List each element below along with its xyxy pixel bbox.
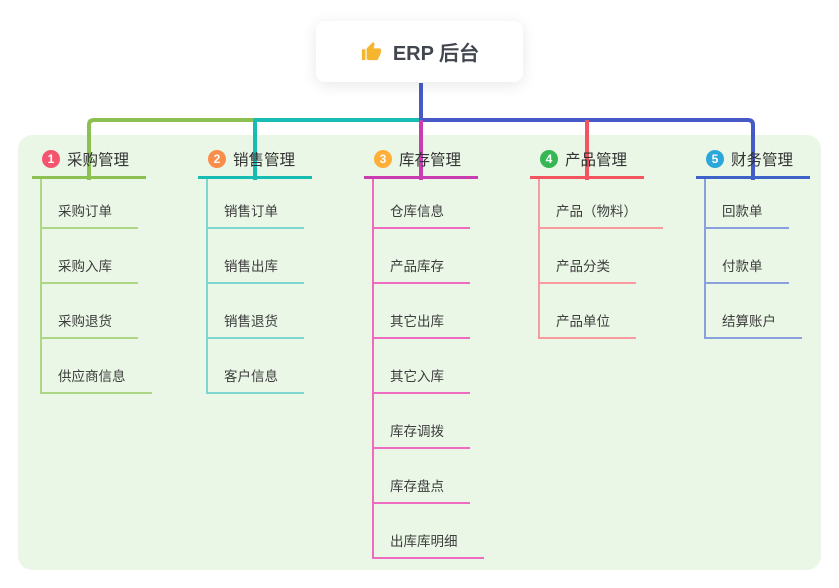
child-node[interactable]: 采购退货 bbox=[40, 310, 138, 339]
child-node[interactable]: 产品分类 bbox=[538, 255, 636, 284]
child-node[interactable]: 采购入库 bbox=[40, 255, 138, 284]
child-node-row: 产品库存 bbox=[372, 229, 514, 284]
child-node[interactable]: 回款单 bbox=[704, 200, 789, 229]
child-node[interactable]: 采购订单 bbox=[40, 200, 138, 229]
branch-label: 库存管理 bbox=[399, 152, 462, 169]
branch-title[interactable]: 2 销售管理 bbox=[198, 148, 312, 179]
branch-number-badge: 1 bbox=[42, 150, 60, 168]
branch-3: 3 库存管理仓库信息产品库存其它出库其它入库库存调拨库存盘点出库库明细 bbox=[364, 148, 514, 559]
child-node[interactable]: 结算账户 bbox=[704, 310, 802, 339]
child-node-row: 采购订单 bbox=[40, 179, 182, 229]
branch-1: 1 采购管理采购订单采购入库采购退货供应商信息 bbox=[32, 148, 182, 394]
child-node[interactable]: 销售订单 bbox=[206, 200, 304, 229]
child-node-row: 销售订单 bbox=[206, 179, 348, 229]
child-node-row: 库存调拨 bbox=[372, 394, 514, 449]
child-node-row: 付款单 bbox=[704, 229, 839, 284]
child-node[interactable]: 供应商信息 bbox=[40, 365, 152, 394]
child-node-row: 采购入库 bbox=[40, 229, 182, 284]
child-node[interactable]: 出库库明细 bbox=[372, 530, 484, 559]
child-node-row: 销售退货 bbox=[206, 284, 348, 339]
branch-title[interactable]: 4 产品管理 bbox=[530, 148, 644, 179]
child-node-row: 仓库信息 bbox=[372, 179, 514, 229]
branch-title[interactable]: 5 财务管理 bbox=[696, 148, 810, 179]
child-node-row: 销售出库 bbox=[206, 229, 348, 284]
child-node-row: 其它入库 bbox=[372, 339, 514, 394]
branch-label: 销售管理 bbox=[233, 152, 296, 169]
branch-number-badge: 2 bbox=[208, 150, 226, 168]
child-node-row: 其它出库 bbox=[372, 284, 514, 339]
child-node[interactable]: 产品单位 bbox=[538, 310, 636, 339]
child-node[interactable]: 客户信息 bbox=[206, 365, 304, 394]
branch-number-badge: 3 bbox=[374, 150, 392, 168]
root-node-label: ERP 后台 bbox=[392, 43, 480, 65]
child-node[interactable]: 产品库存 bbox=[372, 255, 470, 284]
child-node-row: 产品（物料） bbox=[538, 179, 680, 229]
branch-children: 回款单付款单结算账户 bbox=[696, 179, 839, 339]
branch-title[interactable]: 3 库存管理 bbox=[364, 148, 478, 179]
child-node[interactable]: 销售出库 bbox=[206, 255, 304, 284]
child-node-row: 供应商信息 bbox=[40, 339, 182, 394]
root-node[interactable]: ERP 后台 bbox=[316, 21, 523, 82]
mindmap-panel bbox=[18, 135, 821, 570]
branch-children: 销售订单销售出库销售退货客户信息 bbox=[198, 179, 348, 394]
child-node-row: 回款单 bbox=[704, 179, 839, 229]
branch-label: 产品管理 bbox=[565, 152, 628, 169]
child-node[interactable]: 其它入库 bbox=[372, 365, 470, 394]
branch-label: 采购管理 bbox=[67, 152, 130, 169]
branch-2: 2 销售管理销售订单销售出库销售退货客户信息 bbox=[198, 148, 348, 394]
child-node[interactable]: 仓库信息 bbox=[372, 200, 470, 229]
child-node[interactable]: 其它出库 bbox=[372, 310, 470, 339]
child-node-row: 产品单位 bbox=[538, 284, 680, 339]
branch-5: 5 财务管理回款单付款单结算账户 bbox=[696, 148, 839, 339]
child-node-row: 客户信息 bbox=[206, 339, 348, 394]
child-node-row: 出库库明细 bbox=[372, 504, 514, 559]
branch-number-badge: 4 bbox=[540, 150, 558, 168]
child-node[interactable]: 产品（物料） bbox=[538, 200, 663, 229]
branch-label: 财务管理 bbox=[731, 152, 794, 169]
child-node-row: 产品分类 bbox=[538, 229, 680, 284]
thumbs-up-icon bbox=[360, 40, 383, 63]
child-node[interactable]: 库存盘点 bbox=[372, 475, 470, 504]
branch-children: 产品（物料） 产品分类产品单位 bbox=[530, 179, 680, 339]
branch-number-badge: 5 bbox=[706, 150, 724, 168]
child-node-row: 库存盘点 bbox=[372, 449, 514, 504]
child-node-row: 采购退货 bbox=[40, 284, 182, 339]
branch-title[interactable]: 1 采购管理 bbox=[32, 148, 146, 179]
child-node[interactable]: 付款单 bbox=[704, 255, 789, 284]
branch-4: 4 产品管理产品（物料） 产品分类产品单位 bbox=[530, 148, 680, 339]
branch-children: 仓库信息产品库存其它出库其它入库库存调拨库存盘点出库库明细 bbox=[364, 179, 514, 559]
child-node-row: 结算账户 bbox=[704, 284, 839, 339]
child-node[interactable]: 销售退货 bbox=[206, 310, 304, 339]
child-node[interactable]: 库存调拨 bbox=[372, 420, 470, 449]
branch-children: 采购订单采购入库采购退货供应商信息 bbox=[32, 179, 182, 394]
